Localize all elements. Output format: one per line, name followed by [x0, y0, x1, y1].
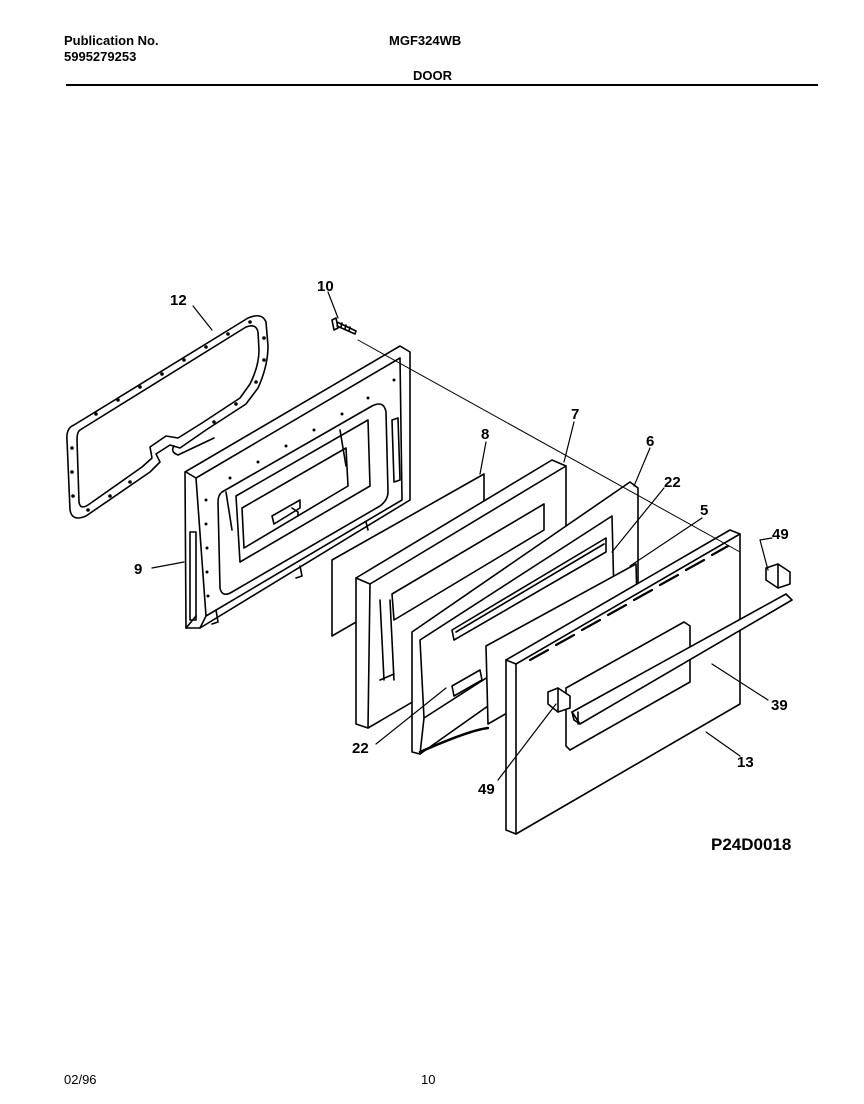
callout-12: 12 — [170, 292, 187, 309]
callout-13: 13 — [737, 754, 754, 771]
callout-6: 6 — [646, 433, 654, 450]
alignment-line — [357, 339, 741, 553]
page-number: 10 — [421, 1072, 436, 1087]
header-rule — [66, 84, 818, 86]
handle-end-cap-part-49-front — [547, 687, 571, 713]
callout-22-lower: 22 — [352, 740, 369, 757]
leader-lines — [151, 291, 773, 781]
callout-8: 8 — [481, 426, 489, 443]
callout-22-upper: 22 — [664, 474, 681, 491]
callout-49-front: 49 — [478, 781, 495, 798]
inner-door-liner-part-9 — [184, 345, 411, 629]
callout-7: 7 — [571, 406, 579, 423]
door-handle-part-39 — [571, 593, 793, 725]
outer-door-panel-part-13 — [505, 529, 741, 835]
screw-part-10 — [331, 317, 357, 335]
footer-date: 02/96 — [64, 1072, 97, 1087]
drawing-code: P24D0018 — [711, 835, 791, 854]
publication-number: 5995279253 — [64, 49, 137, 64]
door-gasket-part-12 — [66, 314, 269, 519]
callout-49-right: 49 — [772, 526, 789, 543]
callout-5: 5 — [700, 502, 708, 519]
publication-label: Publication No. — [64, 33, 159, 48]
callout-10: 10 — [317, 278, 334, 295]
callout-39: 39 — [771, 697, 788, 714]
section-title: DOOR — [413, 68, 452, 83]
handle-end-cap-part-49-back — [765, 563, 791, 589]
model-number: MGF324WB — [389, 33, 462, 48]
callout-9: 9 — [134, 561, 142, 578]
